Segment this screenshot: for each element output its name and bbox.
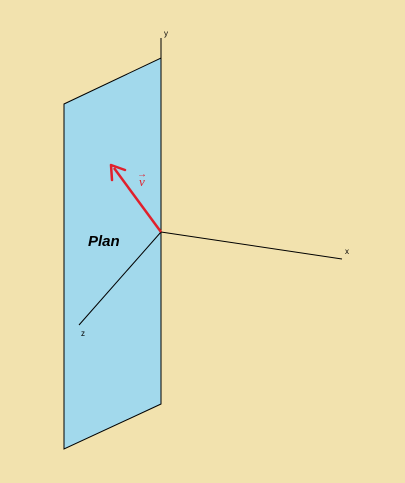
x-axis (160, 231, 343, 260)
vector-label: v (139, 174, 145, 189)
plane-label: Plan (88, 233, 120, 250)
plane (63, 57, 162, 450)
z-axis (78, 231, 162, 326)
vector-shaft (112, 167, 163, 233)
y-axis-label: y (164, 29, 168, 38)
vector-arrowhead (109, 163, 127, 182)
normal-vector (109, 163, 163, 233)
x-axis-label: x (345, 247, 349, 256)
z-axis-label: z (81, 329, 85, 338)
vector-accent-arrow: → (137, 169, 147, 180)
